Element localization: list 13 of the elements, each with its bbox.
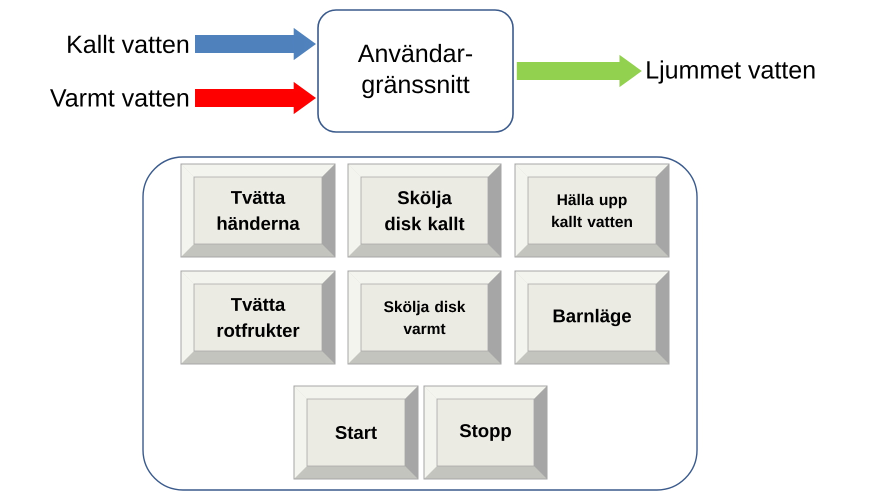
button: Tvätta händerna bbox=[180, 164, 336, 258]
button: Tvätta rotfrukter bbox=[180, 270, 336, 364]
process-box: Användar- gränssnitt bbox=[317, 9, 514, 133]
label-text: Kallt vatten bbox=[68, 34, 188, 54]
button: Skölja disk varmt bbox=[348, 270, 502, 364]
button: Barnläge bbox=[514, 270, 670, 364]
label-text: Varmt vatten bbox=[50, 89, 188, 107]
button: Skölja disk kallt bbox=[348, 164, 502, 258]
button: Stopp bbox=[424, 386, 548, 480]
panel-box bbox=[142, 156, 698, 491]
label-text: Ljummet vatten bbox=[647, 60, 814, 84]
button: Start bbox=[294, 386, 418, 480]
button: Hälla upp kallt vatten bbox=[514, 164, 670, 258]
